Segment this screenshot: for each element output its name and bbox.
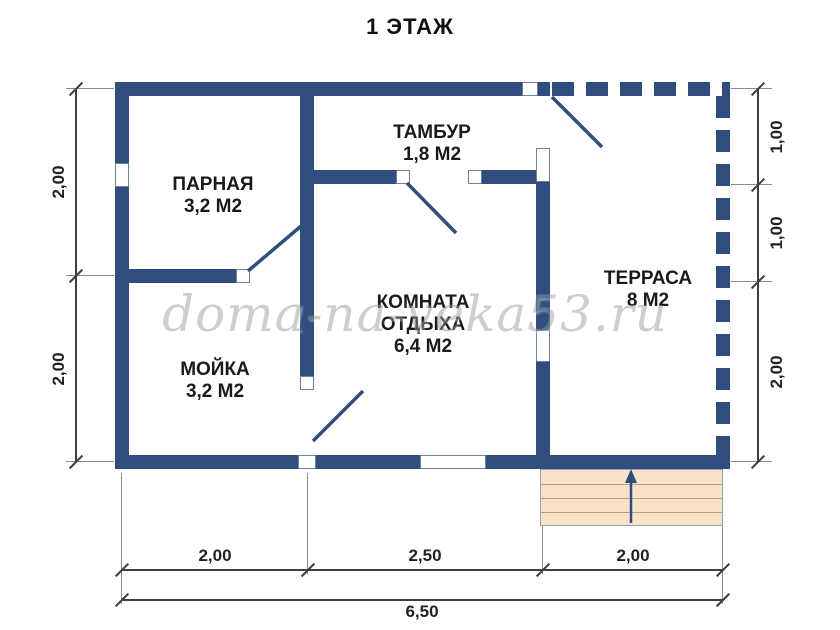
window-symbol-left-wall <box>115 163 129 187</box>
room-name: МОЙКА <box>180 359 250 380</box>
wall-terrace-top-dashed <box>552 82 730 96</box>
door-jamb-tambur-right <box>468 170 482 184</box>
extension-line <box>66 461 114 462</box>
door-swing-line-parnaya <box>246 219 309 273</box>
page-title: 1 ЭТАЖ <box>366 14 454 39</box>
room-area: 6,4 М2 <box>393 336 453 357</box>
dim-label-total: 6,50 <box>405 602 439 621</box>
dim-label-bottom-1: 2,00 <box>198 546 232 565</box>
room-label-terrasa: ТЕРРАСА 8 М2 <box>604 268 692 312</box>
room-area: 3,2 М2 <box>185 381 245 402</box>
room-label-komnata: КОМНАТА ОТДЫХА 6,4 М2 <box>377 292 470 358</box>
wall-tambur-bottom-left <box>314 170 396 184</box>
dimension-line-bottom <box>122 569 723 571</box>
room-label-tambur: ТАМБУР 1,8 М2 <box>393 122 471 166</box>
extension-line <box>722 473 723 604</box>
stair-step-line <box>541 484 722 485</box>
wall-terrace-divider-lower <box>536 362 550 455</box>
room-label-parnaya: ПАРНАЯ 3,2 М2 <box>172 174 253 218</box>
room-name: ТЕРРАСА <box>603 268 693 289</box>
room-area: 8 М2 <box>626 290 670 311</box>
watermark-text: doma-na-veka53.ru <box>162 285 668 343</box>
door-jamb-tambur-left <box>396 170 410 184</box>
wall-parnaya-bottom <box>115 269 250 283</box>
extension-line <box>731 281 772 282</box>
wall-terrace-divider-mid <box>536 182 550 330</box>
dimension-line-right <box>757 89 759 462</box>
extension-line <box>731 461 772 462</box>
door-swing-line-tambur <box>405 181 458 235</box>
dim-label-right-1: 1,00 <box>767 120 786 154</box>
room-label-moyka: МОЙКА 3,2 М2 <box>180 359 250 403</box>
room-name: КОМНАТА <box>376 292 470 313</box>
stair-step-line <box>541 498 722 499</box>
door-swing-line-entrance <box>550 95 604 149</box>
door-jamb-parnaya <box>236 269 250 283</box>
extension-line <box>121 473 122 604</box>
room-area: 1,8 М2 <box>402 144 462 165</box>
room-area: 3,2 М2 <box>183 196 243 217</box>
door-jamb-moyka <box>300 376 314 390</box>
room-name: ПАРНАЯ <box>172 174 254 195</box>
extension-line <box>66 88 114 89</box>
door-swing-line-moyka <box>311 389 365 443</box>
wall-center-vertical <box>300 96 314 390</box>
window-symbol-terrace-upper <box>536 148 550 182</box>
door-jamb-top-wall <box>522 82 538 96</box>
stairs <box>540 469 723 526</box>
dim-label-bottom-2: 2,50 <box>408 546 442 565</box>
window-symbol-bottom-wall <box>420 455 486 469</box>
dim-label-right-3: 2,00 <box>767 355 786 389</box>
dimension-line-total <box>122 599 723 601</box>
extension-line <box>731 88 772 89</box>
room-name: ТАМБУР <box>393 122 471 143</box>
wall-terrace-right-dashed <box>716 96 730 455</box>
stair-step-line <box>541 512 722 513</box>
wall-exterior-top <box>115 82 550 96</box>
dim-label-right-2: 1,00 <box>767 216 786 250</box>
window-symbol-terrace-lower <box>536 330 550 362</box>
dim-label-left-top: 2,00 <box>49 165 68 199</box>
dim-label-left-bottom: 2,00 <box>49 352 68 386</box>
extension-line <box>307 473 308 574</box>
door-jamb-bottom-wall <box>298 455 316 469</box>
dim-label-bottom-3: 2,00 <box>616 546 650 565</box>
extension-line <box>66 275 114 276</box>
extension-line <box>731 184 772 185</box>
wall-tambur-bottom-right <box>482 170 536 184</box>
room-name: ОТДЫХА <box>380 314 466 335</box>
